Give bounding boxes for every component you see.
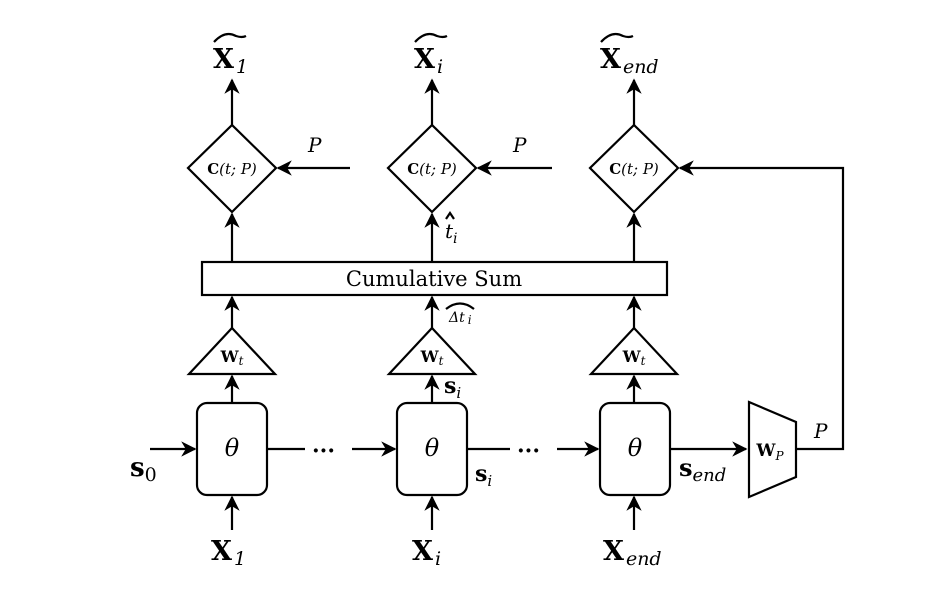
output-hat-1 bbox=[213, 32, 247, 43]
cumulative-sum-box bbox=[200, 260, 669, 297]
projection-trapezoid bbox=[747, 400, 798, 499]
cumulative-sum-label: Cumulative Sum bbox=[346, 267, 522, 291]
weight-triangle-i bbox=[386, 326, 478, 376]
p-label-left: P bbox=[307, 133, 322, 157]
weight-triangle-end bbox=[588, 326, 680, 376]
t-hat-accent bbox=[445, 211, 455, 220]
weight-label-i: Wt bbox=[420, 347, 444, 368]
cell-theta-1: θ bbox=[225, 434, 240, 462]
weight-label-1: Wt bbox=[220, 347, 244, 368]
arrow-p-feedback bbox=[678, 160, 845, 451]
combine-diamond-end bbox=[588, 123, 680, 214]
s0-label: s0 bbox=[130, 453, 157, 486]
p-label-mid: P bbox=[512, 133, 527, 157]
output-hat-end bbox=[600, 32, 634, 43]
dots-left: ··· bbox=[312, 438, 335, 464]
combine-label-end: C(t; P) bbox=[609, 160, 659, 178]
projection-label: WP bbox=[755, 441, 784, 463]
weight-label-end: Wt bbox=[622, 347, 646, 368]
combine-label-i: C(t; P) bbox=[407, 160, 457, 178]
si-label: si bbox=[475, 461, 492, 490]
combine-label-1: C(t; P) bbox=[207, 160, 257, 178]
s-i-upper-label: si bbox=[444, 373, 461, 402]
combine-diamond-1 bbox=[186, 123, 278, 214]
combine-diamond-i bbox=[386, 123, 478, 214]
dots-right: ··· bbox=[517, 438, 540, 464]
t-hat-label: ti bbox=[445, 219, 458, 247]
cell-theta-end: θ bbox=[628, 434, 643, 462]
send-label: send bbox=[679, 453, 726, 486]
weight-triangle-1 bbox=[186, 326, 278, 376]
delta-t-hat-accent bbox=[445, 302, 475, 310]
output-hat-i bbox=[414, 32, 448, 43]
cell-theta-i: θ bbox=[425, 434, 440, 462]
p-label-right: P bbox=[813, 419, 828, 443]
